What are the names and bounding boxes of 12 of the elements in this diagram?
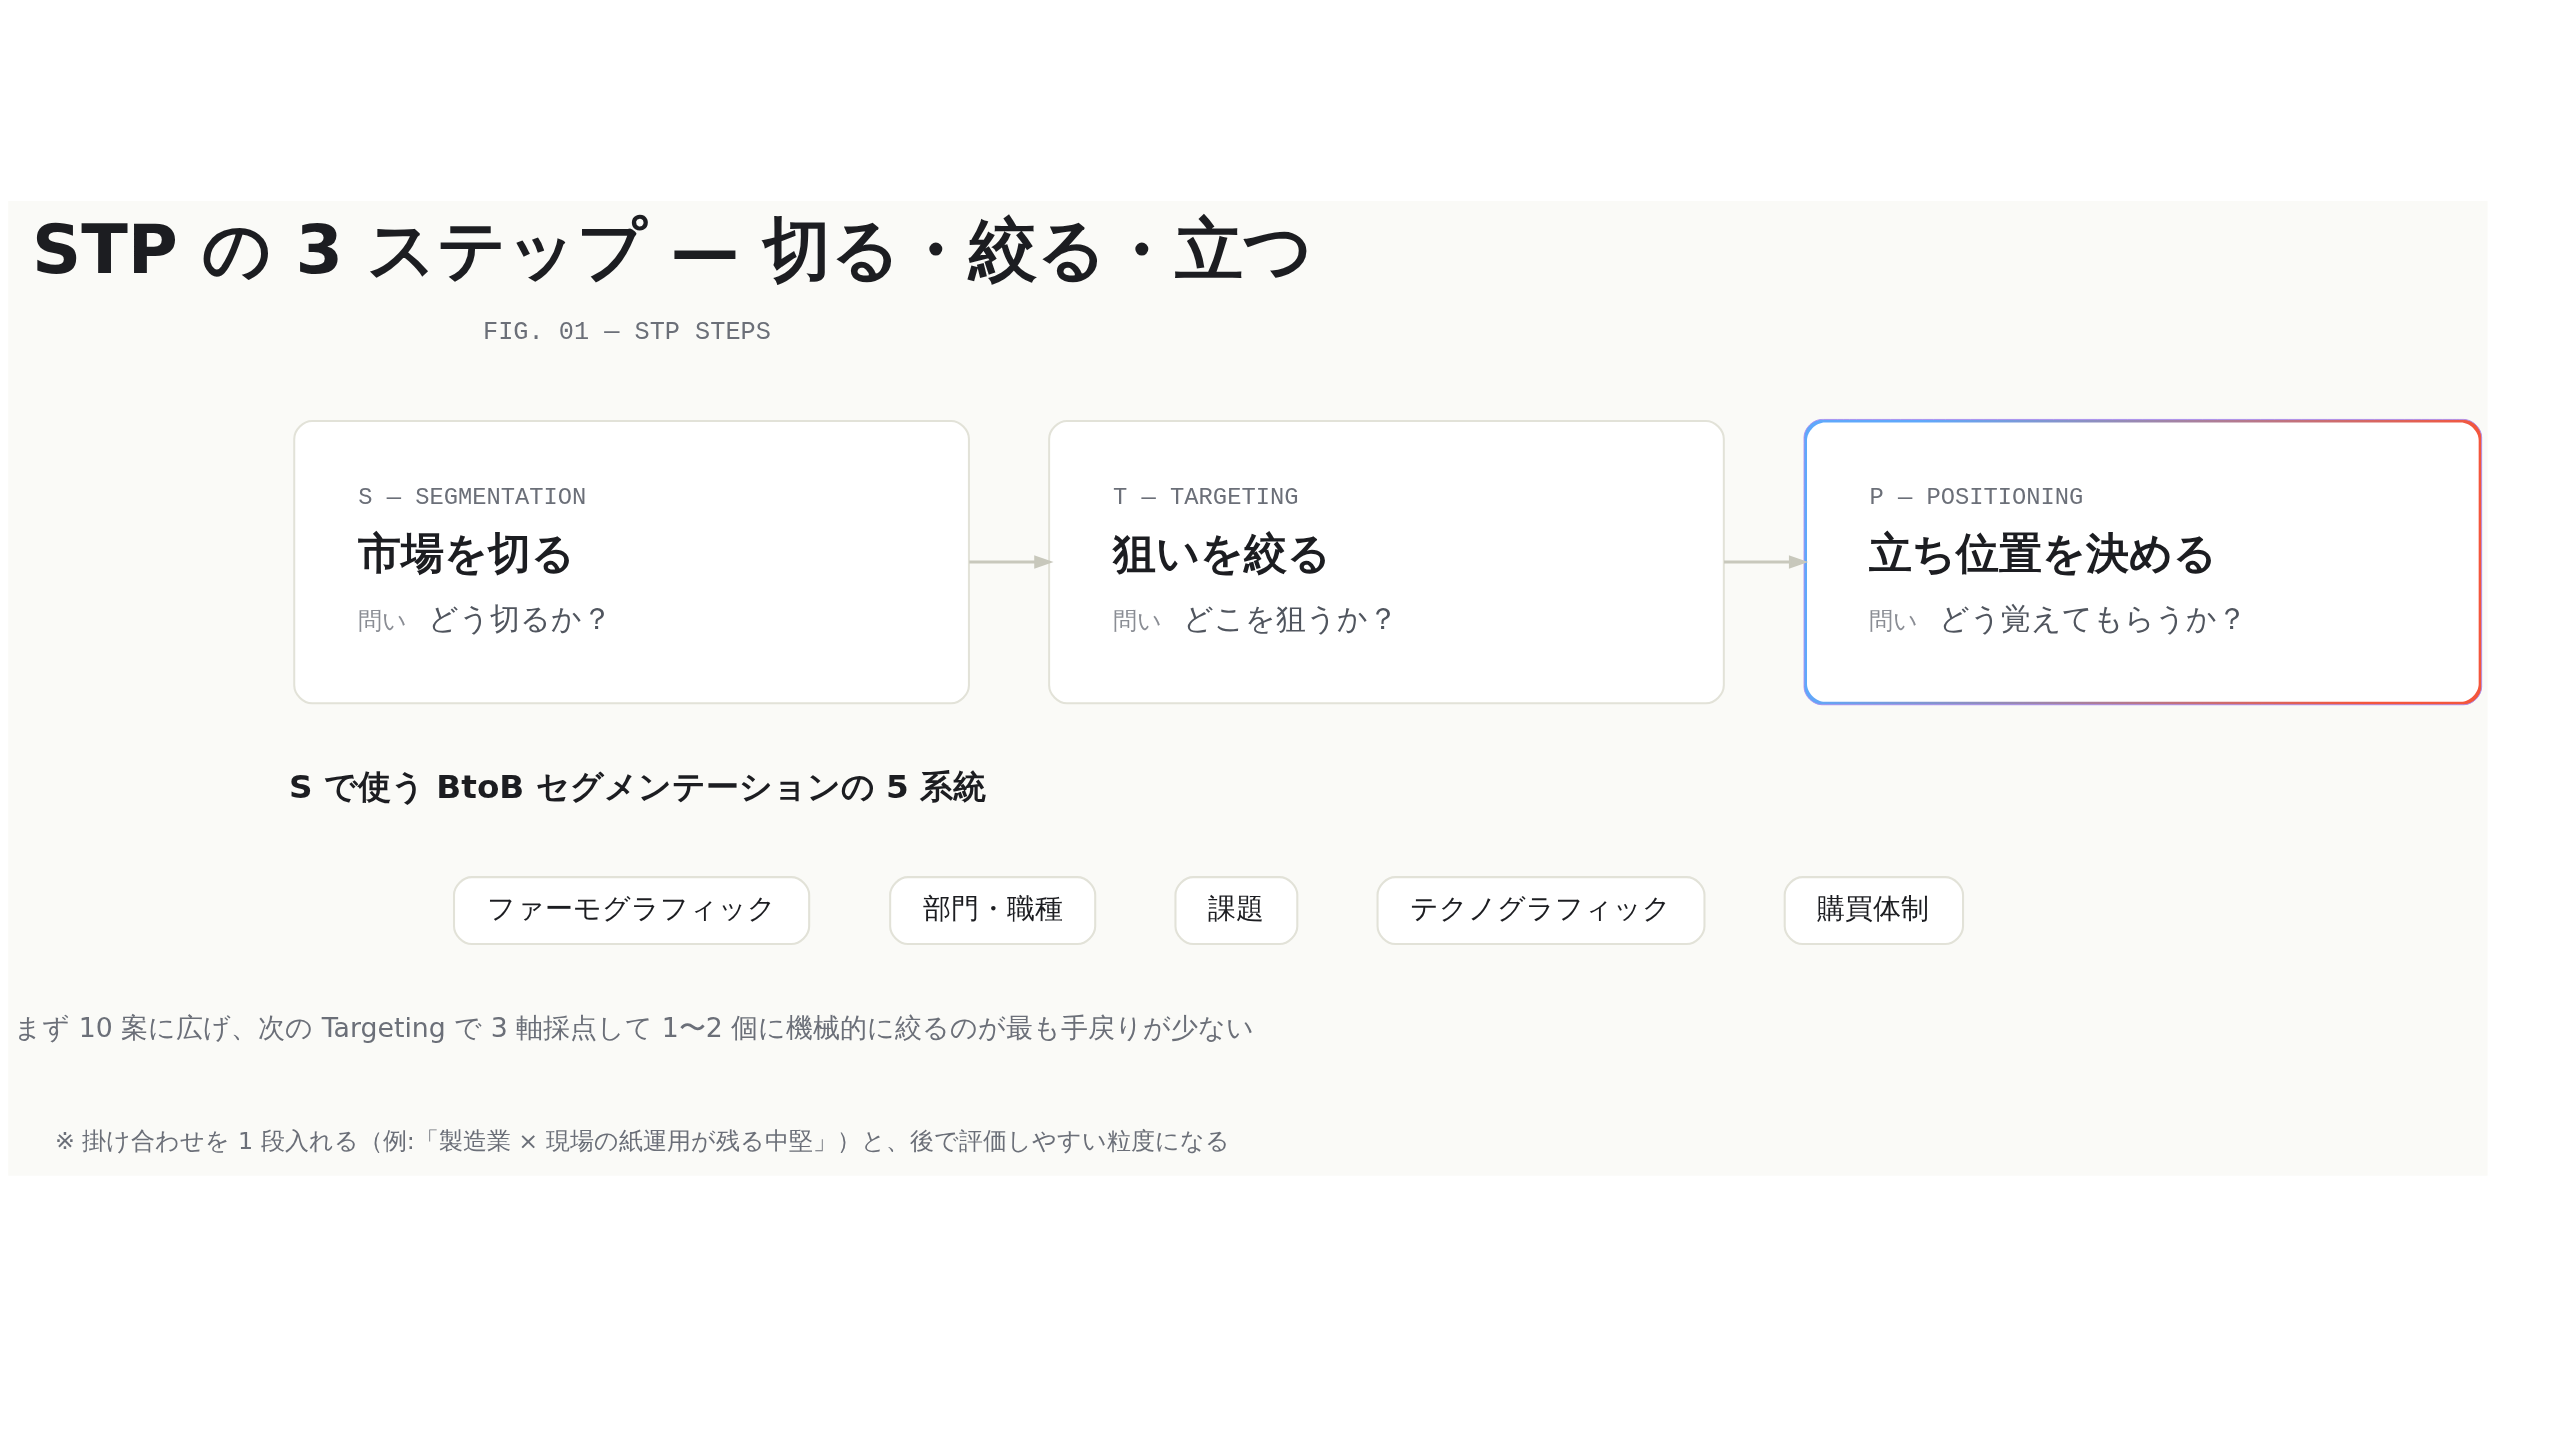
diagram-title: STP の 3 ステップ — 切る・絞る・立つ xyxy=(32,209,1313,289)
node-box: ファーモグラフィック xyxy=(452,875,811,945)
node-box: テクノグラフィック xyxy=(1376,875,1706,945)
arrow xyxy=(969,554,1054,569)
node-box: 課題 xyxy=(1174,875,1299,945)
label: FIG. 01 — STP STEPS xyxy=(482,317,771,347)
node-box: 購買体制 xyxy=(1783,875,1965,945)
label: まず 10 案に広げ、次の Targeting で 3 軸採点して 1〜2 個に機械的に絞るのが最も手戻りが少ない xyxy=(14,1011,1255,1043)
label: S で使う BtoB セグメンテーションの 5 系統 xyxy=(289,767,987,806)
arrow xyxy=(1724,554,1809,569)
node-box: 部門・職種 xyxy=(889,875,1097,945)
label: ※ 掛け合わせを 1 段入れる（例:「製造業 × 現場の紙運用が残る中堅」）と、後で評価しやすい粒度になる xyxy=(55,1126,1230,1155)
